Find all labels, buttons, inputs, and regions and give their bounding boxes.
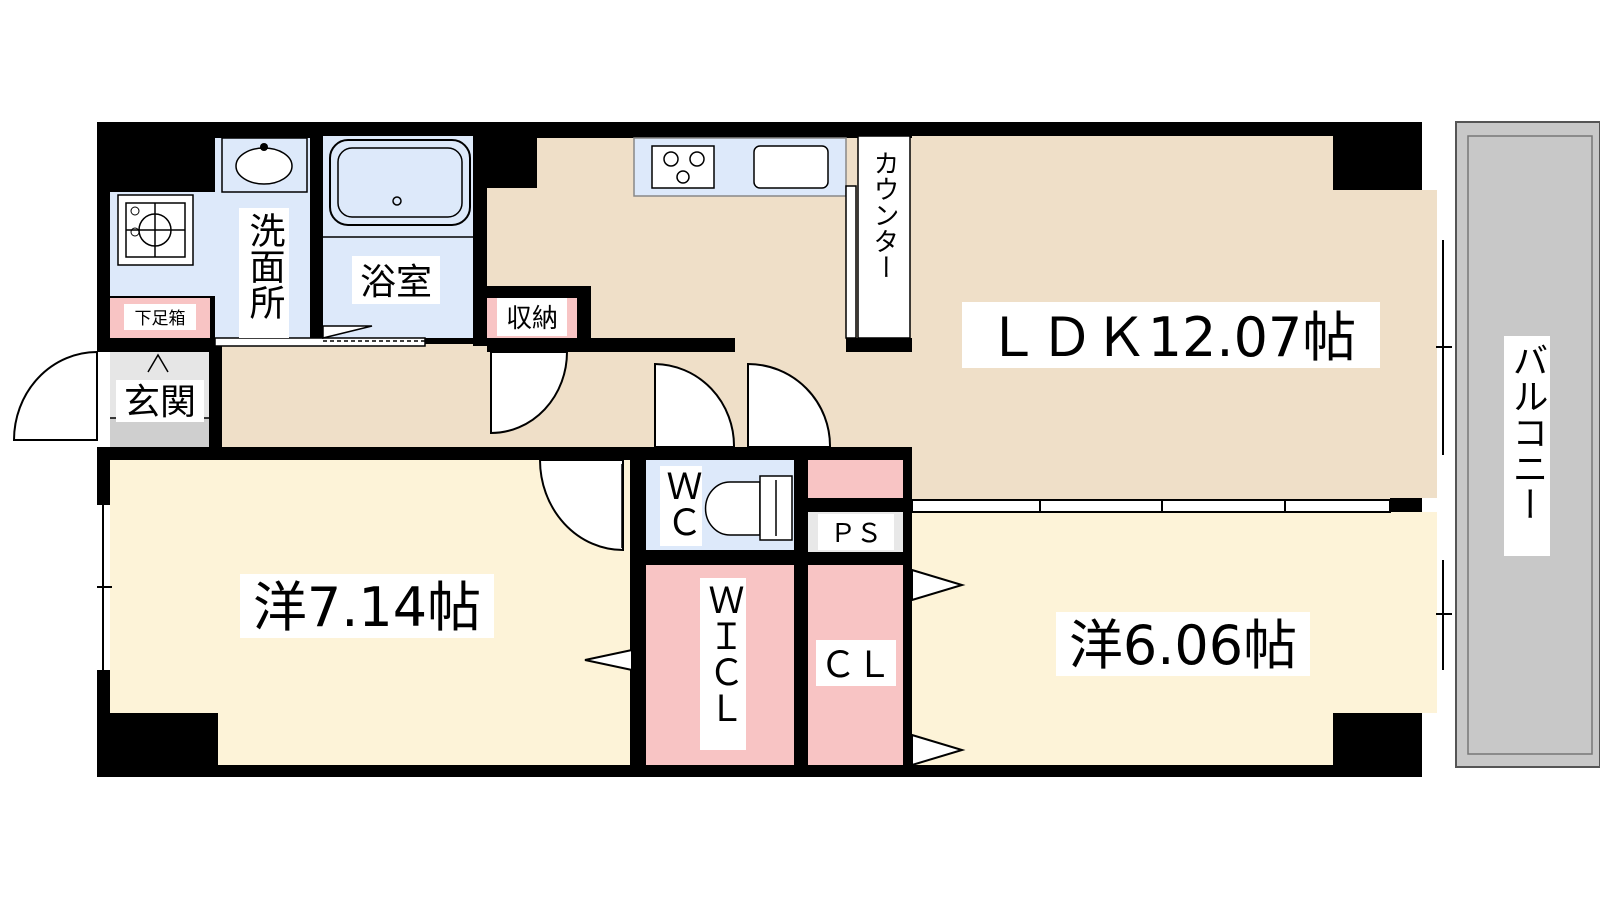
washroom-label-bg — [239, 208, 289, 338]
wall-bath-kitchen — [473, 136, 487, 346]
entrance-label-bg — [116, 380, 204, 422]
wic-label: ＷＩＣＬ — [703, 582, 744, 726]
wall-washroom-bath — [310, 136, 323, 346]
entrance-label: 玄関 — [124, 382, 196, 423]
ldk-label: ＬＤＫ12.07帖 — [986, 306, 1357, 369]
washroom-label: 洗面所 — [244, 212, 285, 320]
ldk-label-bg — [962, 302, 1380, 368]
entrance-opening — [97, 352, 110, 447]
door-swings — [12, 350, 966, 767]
wc-label: ＷＣ — [661, 468, 702, 540]
western-b-label-bg — [1056, 612, 1310, 676]
shoe-box-label: 下足箱 — [135, 309, 186, 329]
wall-bedroom-b-corner — [1333, 713, 1422, 767]
door-cl-1 — [911, 568, 966, 602]
western-room-b-label: 洋6.06帖 — [1069, 614, 1297, 677]
wall-shoebox-bottom — [110, 338, 210, 352]
ps-label: ＰＳ — [830, 519, 882, 549]
bath-label: 浴室 — [360, 262, 432, 303]
counter-box — [857, 135, 911, 339]
bath-label-bg — [352, 256, 440, 304]
wall-wc-left — [632, 447, 646, 765]
western-a-label-bg — [240, 574, 494, 638]
storage-label-bg — [497, 298, 567, 336]
cl-label-bg — [816, 640, 896, 686]
wall-hall-bottom — [97, 447, 632, 460]
wic-label-bg — [700, 578, 746, 750]
kitchen-sink — [753, 145, 829, 189]
door-hall-storage — [490, 351, 569, 435]
western-room-a-label: 洋7.14帖 — [253, 576, 481, 639]
counter-label: カウンター — [869, 150, 899, 280]
storage-label: 収納 — [506, 304, 558, 334]
wall-storage-bottom — [487, 338, 735, 352]
door-bath — [322, 325, 373, 339]
sliding-door-washroom — [214, 337, 426, 347]
stove — [651, 145, 715, 189]
wall-hall-mid — [632, 447, 912, 460]
wall-storage-right — [577, 286, 591, 352]
wall-cl-right — [903, 447, 912, 765]
wall-kitchen-top-block — [487, 136, 537, 188]
wall-ldk-bedroom-right — [1390, 498, 1422, 512]
wall-wc-bottom — [632, 550, 808, 565]
sliding-door-ldk — [911, 499, 1391, 513]
wall-storage-top — [487, 286, 591, 298]
door-bedroom-a — [538, 459, 624, 552]
door-wic — [584, 648, 633, 672]
balcony-label-bg — [1504, 336, 1550, 556]
ps-label-bg — [818, 514, 894, 550]
wall-ps-bottom — [808, 552, 912, 565]
wall-washroom-left-top — [110, 136, 215, 192]
wall-ldk-corner-tr — [1333, 136, 1422, 190]
door-ldk — [747, 362, 832, 448]
counter-rail — [845, 185, 857, 339]
balcony-label: バルコニー — [1507, 342, 1548, 522]
wc-label-bg — [660, 466, 702, 546]
wall-wic-cl — [794, 447, 808, 765]
ps-top-floor — [808, 460, 903, 498]
entrance-step — [110, 418, 210, 447]
wall-bottom — [97, 765, 1422, 777]
toilet — [704, 475, 793, 541]
cl-label: ＣＬ — [820, 645, 892, 686]
shoebox-label-bg — [124, 304, 196, 330]
wall-bedroom-a-corner — [97, 713, 218, 767]
door-wc — [654, 362, 736, 448]
balcony-frame — [1455, 121, 1600, 768]
door-entrance — [12, 350, 98, 441]
wall-counter-bottom — [846, 338, 912, 352]
door-cl-2 — [911, 733, 966, 767]
wall-ps-top — [808, 498, 912, 512]
